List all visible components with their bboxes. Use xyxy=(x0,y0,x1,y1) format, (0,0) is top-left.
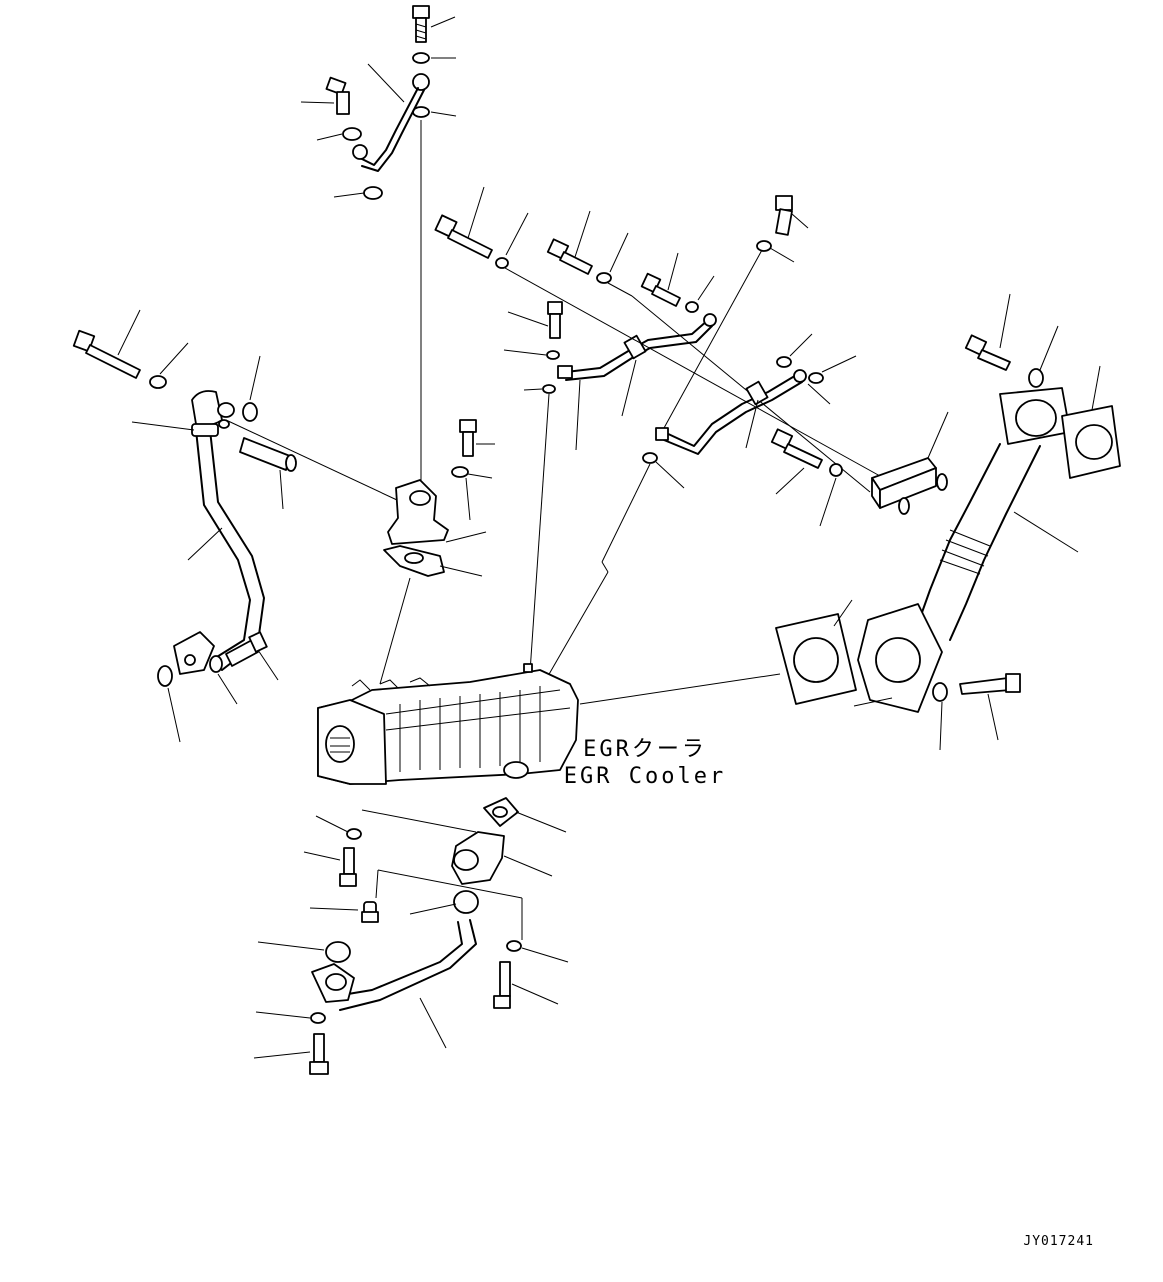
oring-bottom-2 xyxy=(325,941,351,963)
bolt-bottom-1 xyxy=(339,847,357,887)
washer-flange xyxy=(209,655,223,673)
top-right-tube-group xyxy=(547,195,857,677)
washer-bottom-left xyxy=(310,1012,326,1024)
tube-right-end xyxy=(793,369,807,383)
egr-cooler-label-jp: EGRクーラ xyxy=(583,737,707,762)
washer-tc-1 xyxy=(495,257,509,269)
right-outlet-group xyxy=(579,293,1121,751)
bracket-pin-1 xyxy=(936,473,948,491)
bolt-tc-3 xyxy=(640,272,681,307)
cooler-top-ribs xyxy=(351,677,431,691)
bolt-tr xyxy=(775,195,793,236)
cooler-inlet-mesh xyxy=(330,737,350,753)
bolt-tc-2 xyxy=(546,238,593,275)
cooler-bottom-port xyxy=(503,761,529,779)
center-fitting-group xyxy=(379,419,495,685)
outlet-gasket-port xyxy=(1075,424,1113,460)
outlet-bellows xyxy=(939,529,991,575)
washer-top-1 xyxy=(412,52,430,64)
washer-bottom-1 xyxy=(346,828,362,840)
fitting-port xyxy=(409,490,431,506)
tube-mid-clamp xyxy=(623,334,647,360)
bolt-left-top xyxy=(325,76,350,115)
bottom-tube-outline xyxy=(335,921,463,997)
bolt-right-bottom xyxy=(959,673,1021,695)
tube-right xyxy=(663,373,799,447)
washer-tr-3 xyxy=(808,372,824,384)
cooler-top-boss xyxy=(523,663,533,673)
bracket-pin-2 xyxy=(898,497,910,515)
oil-tube-outline xyxy=(361,89,425,172)
flange-hole xyxy=(184,654,196,666)
bottom-gasket-hole xyxy=(492,806,508,818)
bolt-bottom-left xyxy=(309,1033,329,1075)
tube-clamp xyxy=(191,423,219,437)
water-tube-left xyxy=(195,429,251,661)
tube-right-nut xyxy=(655,427,669,441)
bottom-fitting-port xyxy=(453,849,479,871)
outlet-gasket-bottom-port xyxy=(793,637,839,683)
egr-cooler-label-en: EGR Cooler xyxy=(564,764,726,789)
bolt-tc-1 xyxy=(434,214,493,259)
bolt-top xyxy=(412,5,430,43)
bottom-tube xyxy=(339,919,477,1011)
bolt-tc-vertical xyxy=(547,301,563,339)
egr-cooler-body xyxy=(317,663,579,785)
washer-tr-2 xyxy=(776,356,792,368)
banjo-lower xyxy=(352,144,368,160)
tube-mid-end xyxy=(703,313,717,327)
washer-left-top xyxy=(342,127,362,141)
washer-bottom-right xyxy=(506,940,522,952)
outlet-bottom-port xyxy=(875,637,921,683)
bolt-right-top xyxy=(964,334,1011,371)
left-water-tube-group xyxy=(72,309,398,743)
tube-right-outline xyxy=(663,381,803,455)
oring-bottom-1 xyxy=(453,890,479,914)
water-fitting xyxy=(387,479,449,545)
bracket-face xyxy=(879,467,937,509)
oil-tube xyxy=(359,87,419,166)
bolt-fitting xyxy=(459,419,477,457)
bolt-flange xyxy=(225,631,268,667)
washer-tc-3 xyxy=(685,301,699,313)
outlet-pipe-left xyxy=(919,443,1001,619)
tube-flange-bottom xyxy=(173,631,215,675)
washer-bracket xyxy=(829,463,843,477)
cooler-body-edges xyxy=(385,689,571,731)
washer-tc-4 xyxy=(546,350,560,360)
tube-end-top xyxy=(217,402,235,418)
washer-tube-right xyxy=(642,452,658,464)
washer-fitting xyxy=(451,466,469,478)
drawing-number: JY017241 xyxy=(1023,1234,1094,1249)
bolt-right-bracket xyxy=(770,428,823,469)
washer-left-bottom xyxy=(363,186,383,200)
cooler-inlet-port xyxy=(325,725,355,763)
tube-right-clamp xyxy=(745,380,769,406)
oring-left-bottom xyxy=(157,665,173,687)
bolt-left-long xyxy=(72,329,141,379)
cooler-fins xyxy=(399,686,541,772)
clamp-bolt-hole xyxy=(218,419,230,429)
gasket-hole xyxy=(404,552,424,564)
washer-tc-5 xyxy=(542,384,556,394)
washer-left-long xyxy=(149,375,167,389)
sleeve xyxy=(239,437,297,472)
plug-bottom xyxy=(361,901,379,923)
nut-right-bottom xyxy=(932,682,948,702)
nut-right-top xyxy=(1028,368,1044,388)
top-oil-tube-group xyxy=(300,5,457,492)
washer-tr xyxy=(756,240,772,252)
bottom-tube-flange-port xyxy=(325,973,347,991)
tube-mid-nut xyxy=(557,365,573,379)
oring-left-top xyxy=(242,402,258,422)
outlet-pipe-right xyxy=(949,445,1041,641)
banjo-fitting xyxy=(412,73,430,91)
washer-tc-2 xyxy=(596,272,612,284)
bolt-bottom-right xyxy=(493,961,511,1009)
outlet-flange-port xyxy=(1015,399,1057,437)
bottom-tube-group xyxy=(253,797,569,1075)
